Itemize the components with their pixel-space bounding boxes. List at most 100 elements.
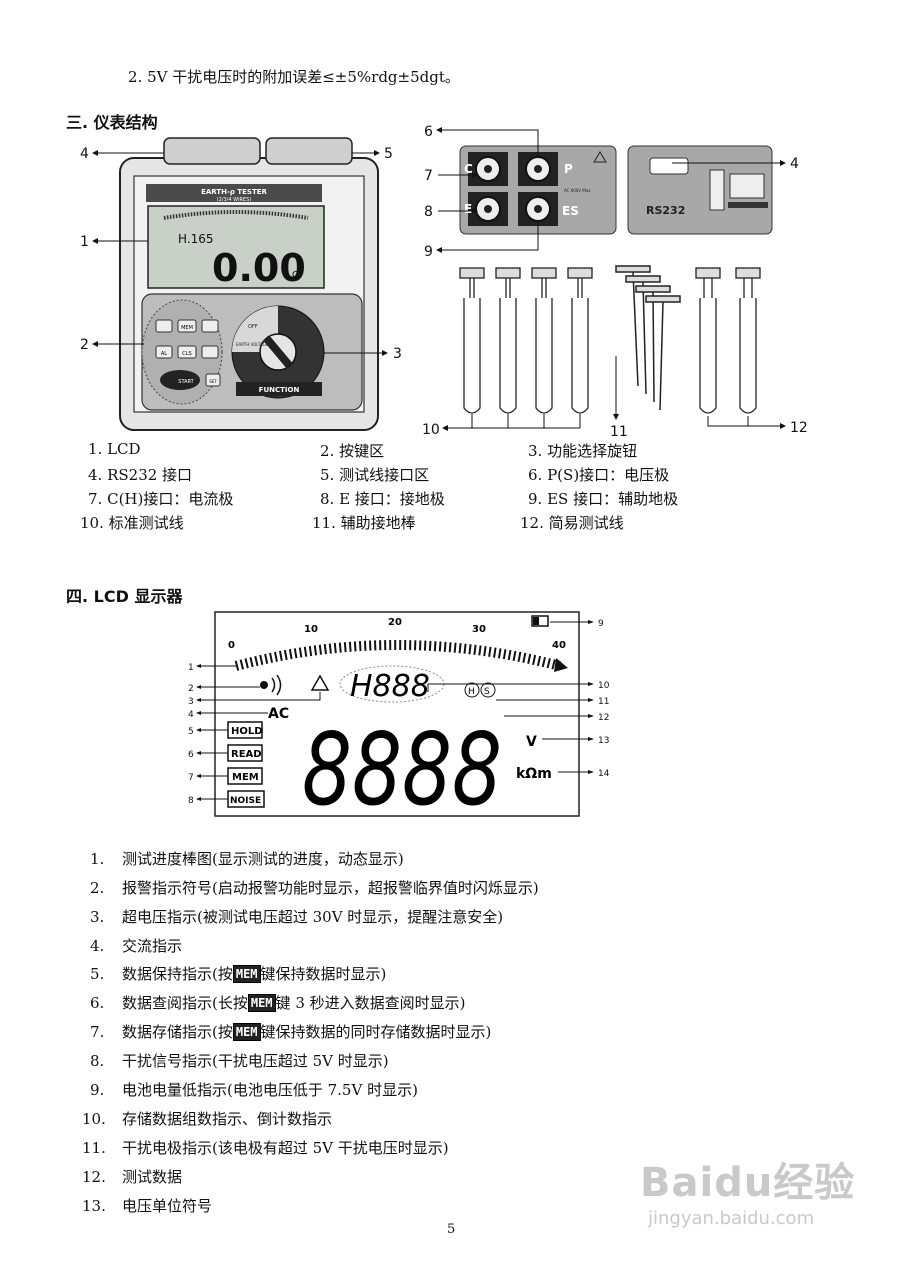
svg-text:13: 13 [598,736,609,746]
mem-box: MEM [232,772,259,783]
s-indicator: S [484,687,490,697]
mem-key-icon: MEM [232,1023,261,1041]
svg-text:3: 3 [188,697,194,707]
legend-item: 4. RS232 接口 [88,466,193,484]
volt-unit: V [526,734,537,750]
panel-callouts: 6 7 8 9 4 [424,124,799,260]
device-lcd-main: 0.00 [212,246,306,290]
svg-text:8: 8 [188,796,194,806]
key-cls: CLS [182,351,191,357]
dial-earth-voltage: EARTH VOLTAGE [236,342,269,347]
lcd-right-callouts: 9 10 11 12 13 14 [427,619,610,779]
device-lcd [147,205,325,289]
lcd-left-callouts: 1 2 3 4 5 6 7 8 [188,663,321,806]
svg-text:9: 9 [424,244,433,260]
h-indicator: H [468,687,475,697]
svg-text:3: 3 [393,346,402,362]
panel-ac-warning: AC 600V Max [564,188,591,193]
watermark-url: jingyan.baidu.com [648,1208,815,1229]
legend-item: 1. LCD [88,440,141,458]
dial-function-label: FUNCTION [259,386,300,394]
scale-40: 40 [552,640,566,651]
scale-0: 0 [228,640,235,651]
device-callouts: 4 5 1 2 3 [80,146,402,362]
legend-item: 10. 标准测试线 [80,514,184,532]
svg-text:4: 4 [790,156,799,172]
high-voltage-icon [310,674,330,691]
list-item: 10.存储数据组数指示、倒计数指示 [82,1110,333,1128]
list-item: 3.超电压指示(被测试电压超过 30V 时显示，提醒注意安全) [90,908,504,926]
terminal-c: C [464,162,473,176]
terminal-es: ES [562,204,579,218]
watermark: Baidu经验 jingyan.baidu.com [640,1150,855,1229]
legend-item: 3. 功能选择旋钮 [528,442,638,460]
legend-item: 7. C(H)接口：电流极 [88,490,234,508]
list-item: 9.电池电量低指示(电池电压低于 7.5V 时显示) [90,1081,418,1099]
list-item: 1.测试进度棒图(显示测试的进度，动态显示) [90,850,404,868]
svg-text:10: 10 [598,681,610,691]
kohm-unit: kΩm [516,766,552,782]
list-item: 2.报警指示符号(启动报警功能时显示，超报警临界值时闪烁显示) [90,879,539,897]
list-item: 8.干扰信号指示(干扰电压超过 5V 时显示) [90,1052,389,1070]
page-number: 5 [447,1222,456,1237]
test-leads [459,267,593,414]
key-al: AL [161,351,167,357]
svg-text:11: 11 [610,424,628,440]
svg-text:2: 2 [80,337,89,353]
list-item: 4.交流指示 [90,937,183,955]
terminal-p: P [564,162,573,176]
legend-item: 6. P(S)接口：电压极 [528,466,670,484]
legend-item: 5. 测试线接口区 [320,466,430,484]
svg-text:4: 4 [188,710,194,720]
svg-text:6: 6 [188,750,194,760]
key-start: START [178,379,194,385]
svg-text:6: 6 [424,124,433,140]
sub-digits: H888 [350,669,430,704]
legend-item: 2. 按键区 [320,442,385,460]
legend-item: 9. ES 接口：辅助地极 [528,490,679,508]
svg-text:4: 4 [80,146,89,162]
svg-text:11: 11 [598,697,609,707]
main-digits: 8888 [302,711,502,822]
terminal-e: E [464,202,472,216]
legend-item: 11. 辅助接地棒 [312,514,416,532]
dial-off: OFF [248,324,258,330]
rs232-label: RS232 [646,204,685,217]
svg-text:10: 10 [422,422,440,438]
legend-item: 12. 简易测试线 [520,514,624,532]
simple-leads [695,267,761,414]
device-lcd-unit: Ω [292,270,300,281]
device-brand: EARTH-ρ TESTER [201,188,267,196]
section-3-title: 三. 仪表结构 [66,113,158,132]
list-item: 13.电压单位符号 [82,1197,213,1215]
legend-item: 8. E 接口：接地极 [320,490,445,508]
svg-text:9: 9 [598,619,604,629]
key-set: SET [209,379,217,384]
list-item: 11.干扰电极指示(该电极有超过 5V 干扰电压时显示) [82,1139,449,1157]
svg-text:12: 12 [790,420,808,436]
tester-device: EARTH-ρ TESTER (2/3/4 WIRES) H.165 0.00 … [119,137,379,431]
lcd-diagram: 0 10 20 30 40 AC H888 H S 8888 V kΩm HOL… [188,611,610,822]
read-box: READ [231,749,262,760]
svg-text:7: 7 [424,168,433,184]
svg-text:5: 5 [384,146,393,162]
mem-key-icon: MEM [232,965,261,983]
svg-text:5: 5 [188,727,194,737]
svg-text:12: 12 [598,713,609,723]
hold-box: HOLD [231,726,263,737]
noise-box: NOISE [230,796,261,806]
list-item: 12.测试数据 [82,1168,183,1186]
mem-key-icon: MEM [247,994,276,1012]
rs232-panel: RS232 [627,145,773,235]
svg-text:8: 8 [424,204,433,220]
svg-text:1: 1 [188,663,194,673]
intro-line: 2. 5V 干扰电压时的附加误差≤±5%rdg±5dgt。 [128,68,460,86]
svg-text:2: 2 [188,684,194,694]
scale-20: 20 [388,617,402,628]
svg-text:1: 1 [80,234,89,250]
alarm-icon [260,681,268,689]
section-4-title: 四. LCD 显示器 [66,587,183,606]
svg-text:14: 14 [598,769,610,779]
